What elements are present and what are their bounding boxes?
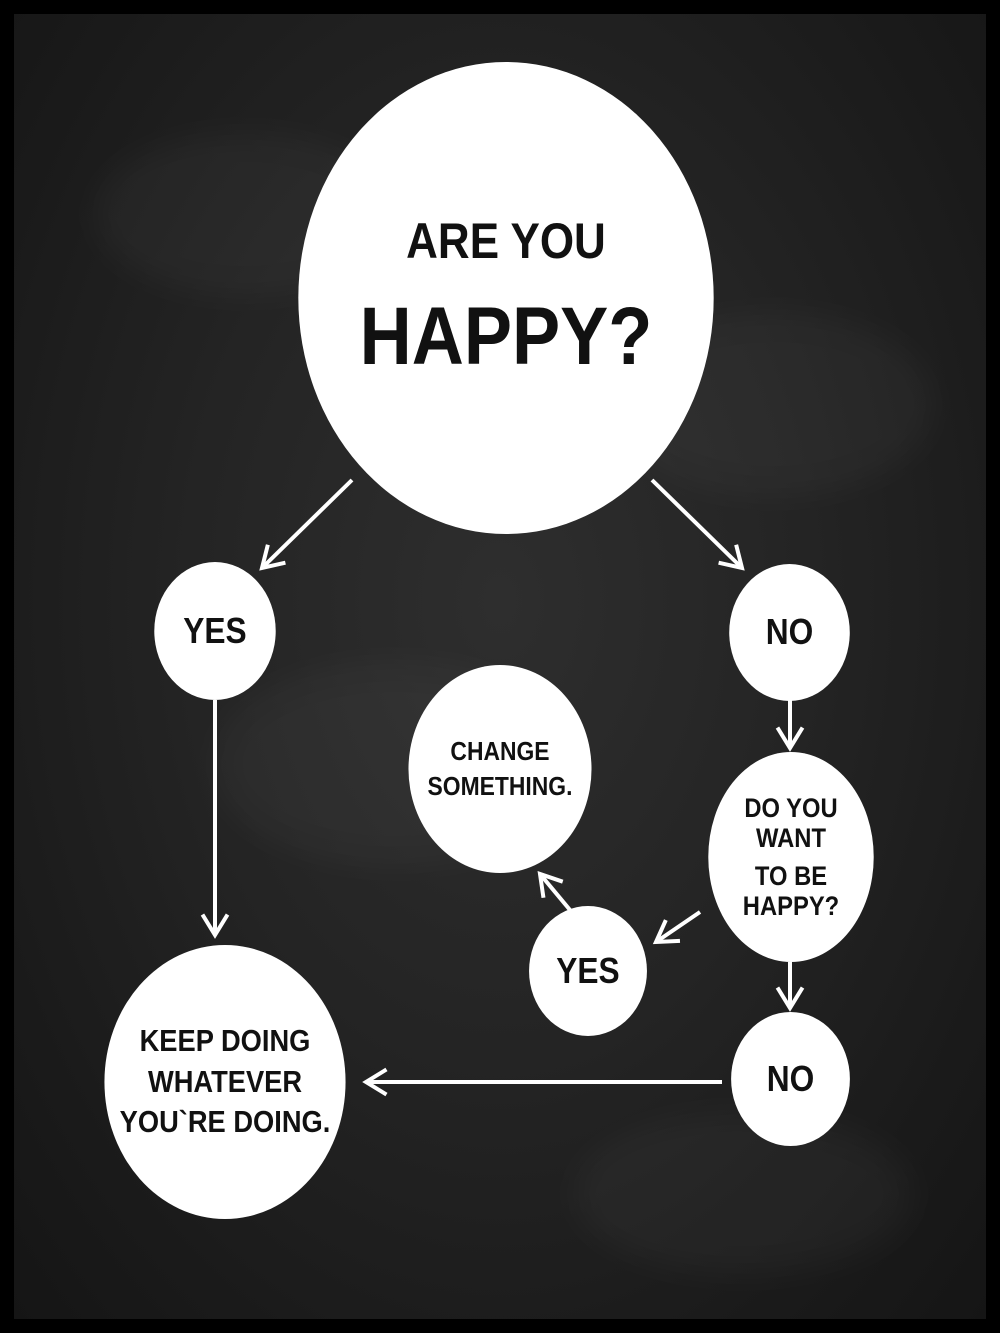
node-change-line1: CHANGE (450, 735, 550, 766)
edge-line-1 (260, 478, 354, 570)
node-change-something: CHANGE SOMETHING. (408, 665, 592, 873)
edge-arrowhead-6 (537, 871, 564, 899)
node-yes-2-label: YES (556, 949, 620, 991)
node-no-1-label: NO (765, 611, 814, 653)
node-are-you-happy-line2: HAPPY? (359, 291, 653, 383)
node-do-you-want-line2: TO BE HAPPY? (742, 861, 840, 922)
node-do-you-want-line1: DO YOU WANT (744, 792, 838, 853)
edge-arrowhead-5 (652, 919, 681, 945)
edge-arrowhead-4 (775, 726, 805, 752)
node-keep-line1: KEEP DOING (139, 1022, 311, 1058)
node-no-1: NO (729, 564, 850, 701)
node-are-you-happy: ARE YOU HAPPY? (298, 62, 714, 534)
edge-arrowhead-8 (362, 1067, 388, 1097)
node-keep-doing: KEEP DOING WHATEVER YOU`RE DOING. (104, 945, 346, 1219)
node-no-2: NO (731, 1012, 850, 1146)
node-yes-2: YES (529, 906, 647, 1036)
edge-line-2 (650, 478, 744, 570)
edge-arrowhead-2 (718, 544, 745, 571)
node-do-you-want: DO YOU WANT TO BE HAPPY? (708, 752, 874, 962)
edge-arrowhead-7 (775, 986, 805, 1012)
edge-arrowhead-3 (200, 913, 230, 939)
node-keep-line3: YOU`RE DOING. (119, 1104, 331, 1140)
node-yes-1: YES (154, 562, 276, 700)
node-change-line2: SOMETHING. (427, 771, 573, 801)
edge-line-6 (538, 872, 572, 912)
node-are-you-happy-line1: ARE YOU (406, 213, 606, 270)
edge-arrowhead-1 (259, 544, 286, 571)
edge-line-5 (654, 910, 702, 944)
node-no-2-label: NO (766, 1057, 815, 1099)
node-yes-1-label: YES (183, 609, 247, 651)
node-keep-line2: WHATEVER (147, 1063, 303, 1099)
